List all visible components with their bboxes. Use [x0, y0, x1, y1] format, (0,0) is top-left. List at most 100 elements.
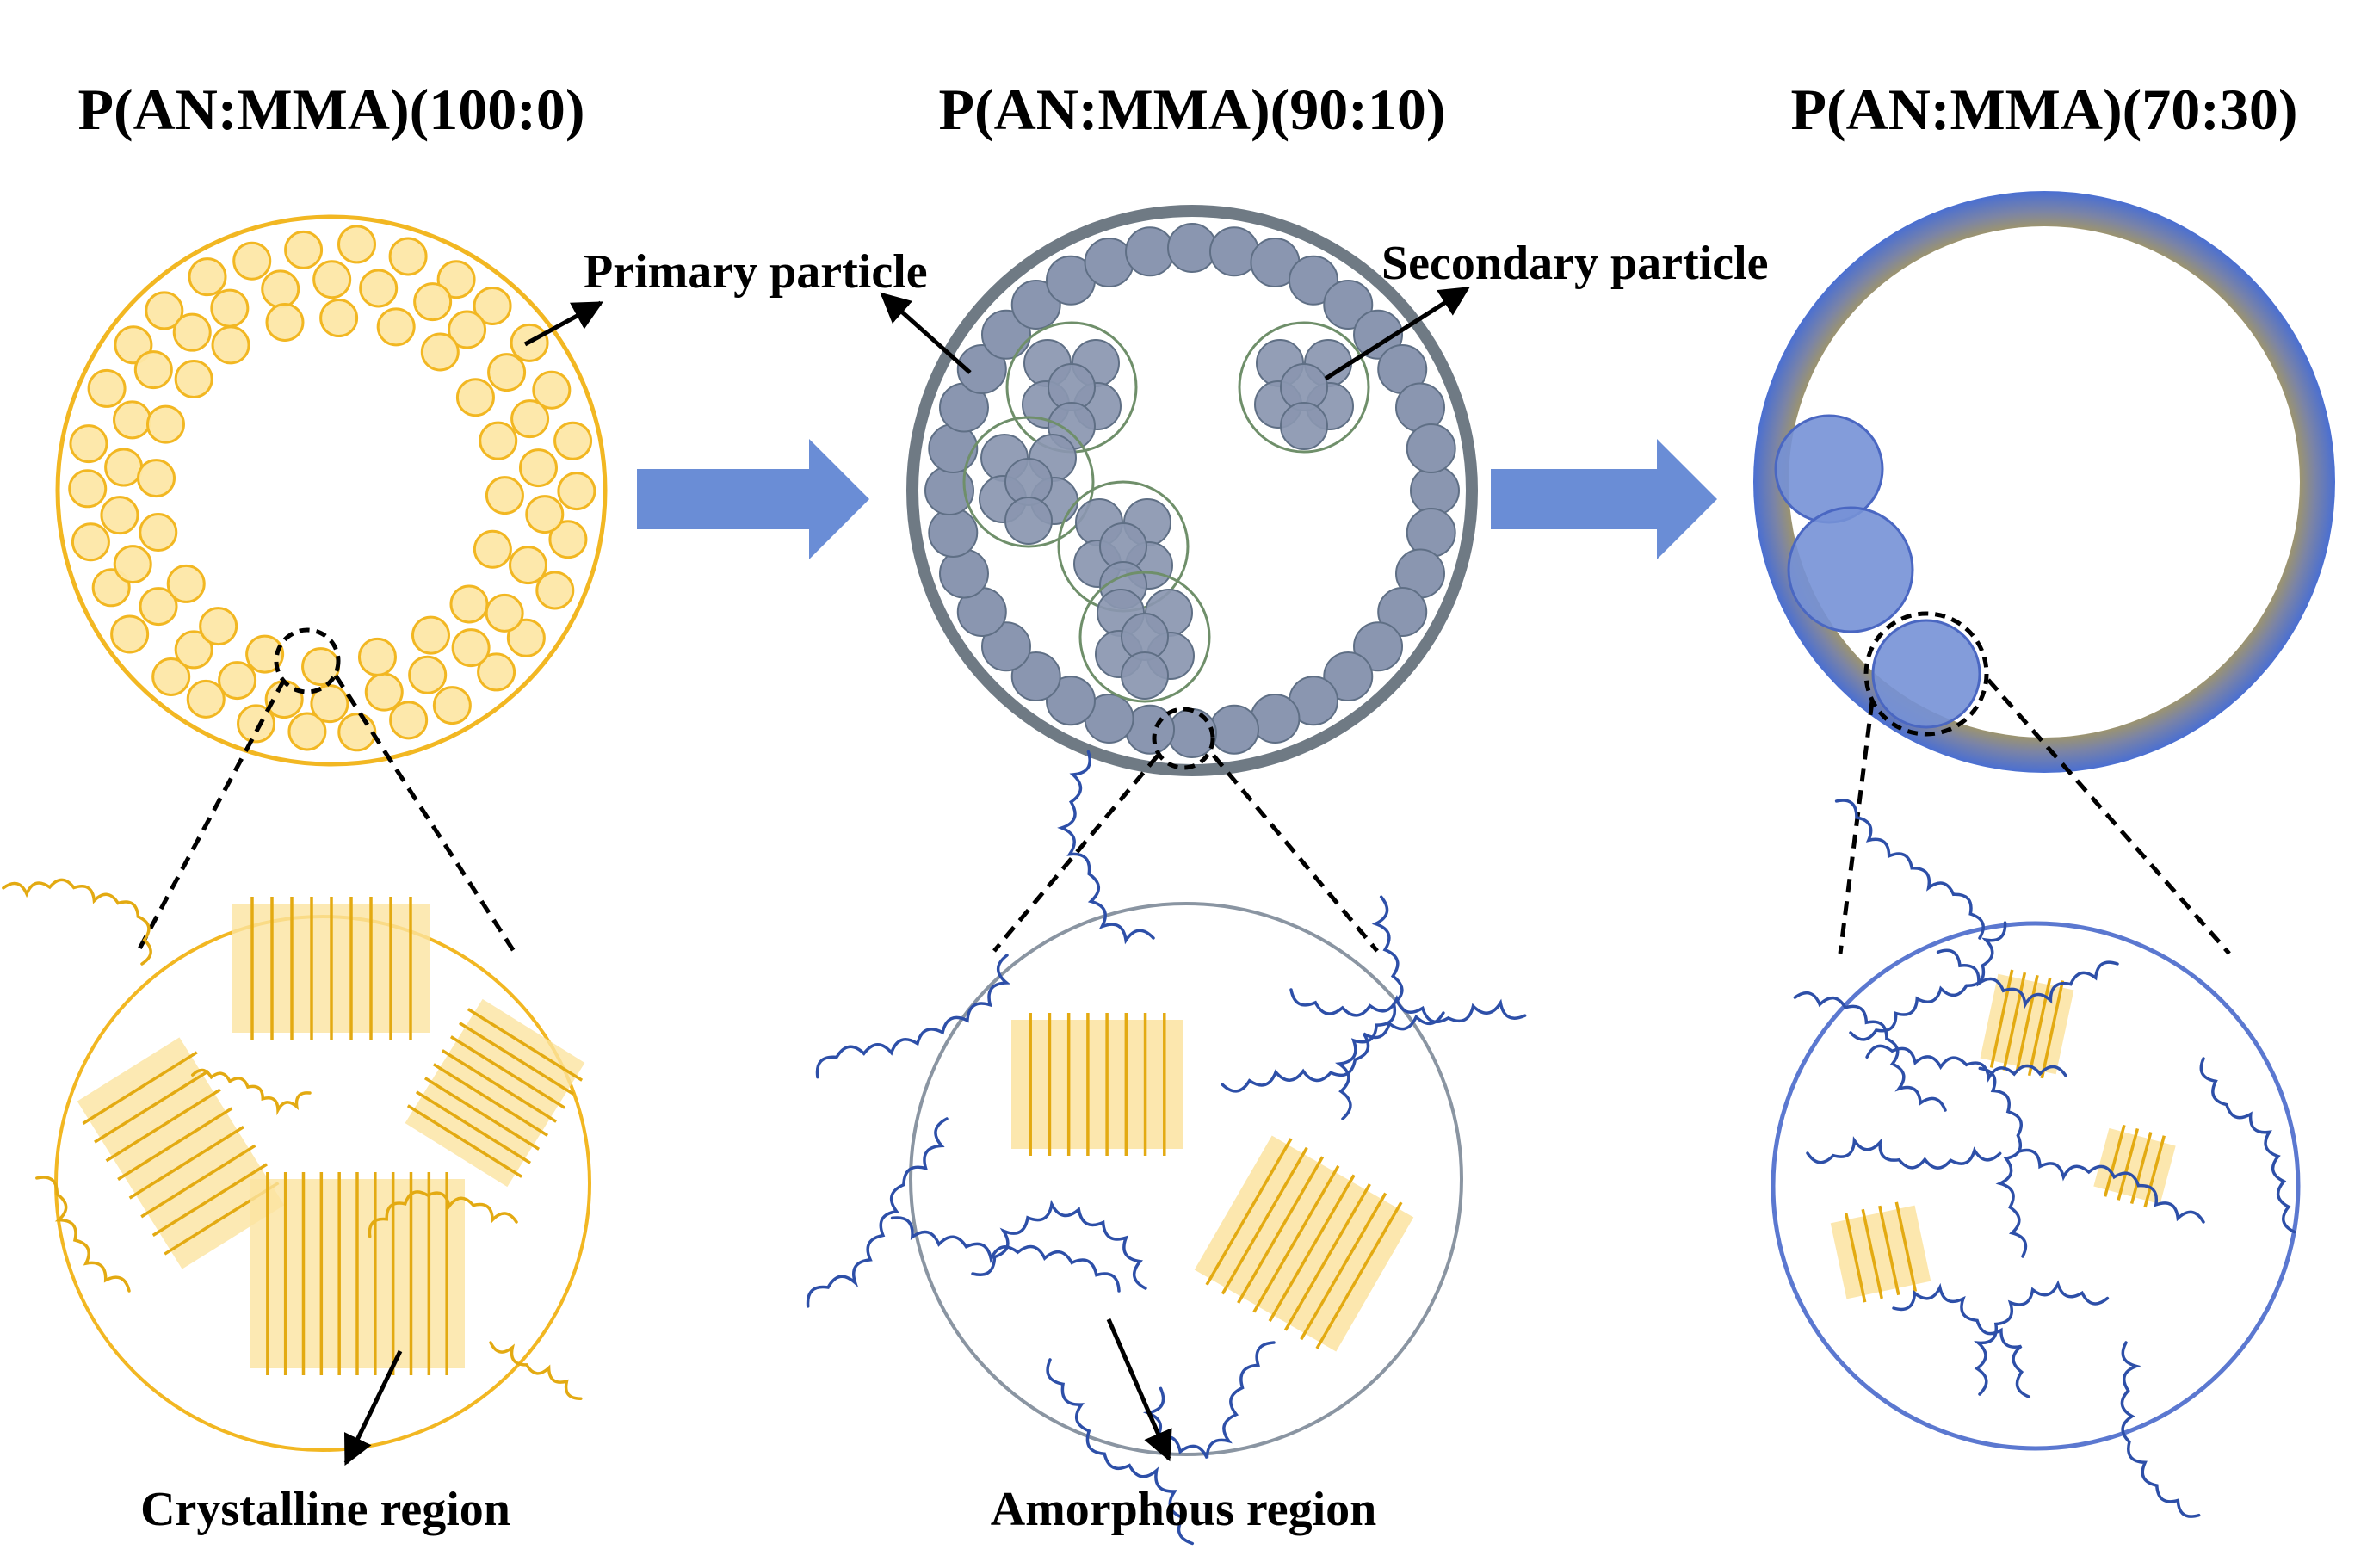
zoom-lines-3 — [1838, 678, 2231, 955]
pointer-arrow-amorphous — [1106, 1318, 1172, 1462]
polymer-chain — [806, 1117, 949, 1308]
polymer-chain — [190, 1068, 312, 1116]
primary-particle — [68, 469, 108, 509]
primary-particle — [1353, 309, 1404, 360]
primary-particle — [1406, 423, 1456, 474]
primary-particle — [151, 657, 191, 696]
panel-3-zoom — [1771, 799, 2301, 1518]
polymer-chain — [1046, 1358, 1195, 1546]
chain-fold — [2117, 1127, 2140, 1201]
primary-particle — [485, 593, 524, 633]
primary-particle — [104, 448, 144, 487]
polymer-chain — [35, 1176, 131, 1293]
zoom-marker-3 — [1863, 611, 1989, 737]
primary-particle — [1046, 676, 1096, 726]
primary-particle — [188, 257, 227, 297]
chain-fold — [2143, 1135, 2166, 1208]
polymer-chain — [1289, 988, 1527, 1024]
chain-fold — [1844, 1213, 1867, 1303]
polymer-chain — [2017, 1148, 2205, 1224]
primary-particle — [357, 637, 397, 676]
crystalline-lamella — [2093, 1124, 2176, 1208]
primary-particle — [408, 655, 448, 694]
primary-particle — [1167, 708, 1217, 758]
primary-particle — [1787, 506, 1914, 633]
chain-fold — [406, 1104, 523, 1178]
panel-title-2: P(AN:MMA)(90:10) — [938, 77, 1445, 142]
primary-particle — [113, 545, 152, 584]
chain-fold — [2002, 972, 2027, 1071]
primary-particle — [548, 520, 588, 559]
primary-particle — [232, 241, 272, 281]
primary-particle — [924, 466, 974, 515]
chain-fold — [1300, 1192, 1387, 1341]
primary-particle — [186, 679, 226, 719]
polymer-chain — [1834, 799, 1985, 940]
primary-particle — [485, 476, 524, 515]
primary-particle — [133, 350, 173, 390]
primary-particle — [337, 225, 376, 264]
chain-fold — [117, 1107, 233, 1181]
label-secondary-particle: Secondary particle — [1381, 237, 1768, 290]
polymer-chain — [1978, 1066, 2028, 1258]
chain-fold — [1237, 1156, 1325, 1304]
crystalline-lamella — [250, 1172, 465, 1375]
primary-particle — [1774, 414, 1884, 524]
primary-particle — [389, 701, 429, 740]
panel-1-zoom — [2, 878, 591, 1452]
primary-particle — [69, 424, 108, 464]
chain-fold — [1221, 1146, 1308, 1295]
polymer-chain — [2, 878, 152, 966]
primary-particle — [557, 472, 596, 511]
primary-particle — [449, 584, 489, 624]
primary-particle — [218, 661, 257, 701]
primary-particle — [477, 652, 516, 692]
chain-fold — [2027, 978, 2052, 1077]
primary-particle — [110, 614, 150, 654]
primary-particle — [411, 615, 450, 655]
chain-fold — [432, 1063, 549, 1137]
primary-particle — [359, 269, 399, 308]
panel-2-zoom — [806, 750, 1527, 1546]
primary-particle — [100, 496, 139, 535]
primary-particle — [261, 269, 300, 309]
chain-fold — [458, 1022, 575, 1096]
lamella-block — [1011, 1020, 1184, 1149]
primary-particle — [139, 513, 178, 553]
zoom-marker-2 — [1152, 707, 1215, 770]
primary-particle — [928, 507, 979, 558]
zoom-marker-1 — [274, 627, 341, 694]
polymer-chain — [368, 1190, 518, 1238]
primary-particle — [1280, 402, 1328, 450]
primary-particle — [473, 286, 512, 325]
primary-particle — [145, 404, 185, 444]
zoom-lines-1 — [133, 674, 519, 957]
pointer-arrow-primary-2 — [880, 292, 972, 374]
chain-fold — [467, 1008, 584, 1082]
chain-fold — [1894, 1201, 1918, 1292]
chain-fold — [1861, 1208, 1883, 1299]
chain-fold — [1878, 1205, 1900, 1296]
primary-particle — [1125, 226, 1176, 277]
primary-particle — [199, 607, 238, 646]
crystalline-lamella — [1194, 1135, 1414, 1352]
particle-outline-1 — [55, 214, 608, 767]
primary-particles-group — [924, 223, 1460, 758]
pointer-arrow-crystalline — [343, 1349, 403, 1466]
chain-fold — [151, 1163, 268, 1237]
primary-particle — [376, 307, 416, 347]
primary-particle — [310, 684, 349, 724]
crystalline-lamella — [405, 998, 585, 1188]
primary-particle — [1121, 651, 1169, 700]
primary-particle — [388, 237, 428, 276]
chain-fold — [1989, 969, 2014, 1068]
zoom-lines-2 — [992, 754, 1379, 953]
label-crystalline-region: Crystalline region — [140, 1483, 510, 1536]
polymer-chain — [1335, 895, 1404, 1120]
primary-particle — [1208, 704, 1259, 755]
chain-fold — [415, 1090, 532, 1164]
primary-particle — [1010, 651, 1061, 702]
transition-arrow-1 — [637, 439, 869, 559]
primary-particle — [420, 332, 460, 372]
